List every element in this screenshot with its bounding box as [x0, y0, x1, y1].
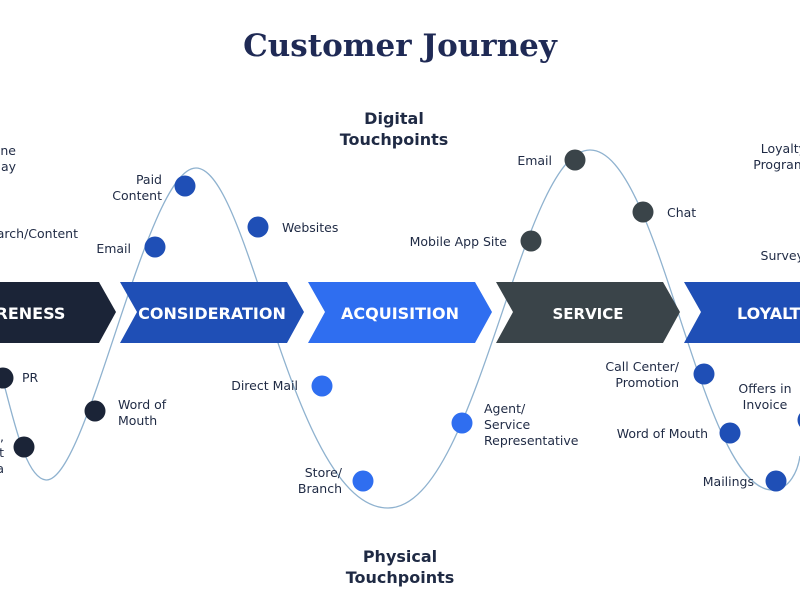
physical-label-line-2: Touchpoints — [345, 568, 455, 587]
digital-label-line-1: Digital — [364, 109, 424, 128]
touchpoint-word-of-mouth-1-marker — [84, 400, 106, 422]
touchpoint-call-center-label: Call Center/Promotion — [605, 359, 679, 390]
stage-loyalty-label: LOYALTY — [737, 304, 800, 323]
digital-touchpoints-label: Digital Touchpoints — [294, 108, 494, 150]
touchpoint-chat: Chat — [632, 201, 696, 223]
stage-consideration: CONSIDERATION — [120, 282, 304, 343]
touchpoint-mobile-app-site: Mobile App Site — [410, 230, 542, 252]
touchpoint-call-center: Call Center/Promotion — [605, 359, 715, 390]
touchpoint-event-media: Event,PrintMedia — [0, 429, 35, 476]
touchpoint-mailings-marker — [765, 470, 787, 492]
touchpoint-call-center-marker — [693, 363, 715, 385]
touchpoint-chat-label: Chat — [667, 205, 696, 220]
stage-service-shape — [496, 282, 680, 343]
touchpoint-mobile-app-site-label: Mobile App Site — [410, 234, 508, 249]
stage-awareness-shape — [0, 282, 116, 343]
stage-consideration-label: CONSIDERATION — [138, 304, 286, 323]
stage-acquisition-label: ACQUISITION — [341, 304, 459, 323]
stage-awareness-label: AWARENESS — [0, 304, 65, 323]
touchpoint-email-2: Email — [517, 149, 586, 171]
touchpoint-search-content: Search/Content — [0, 226, 78, 241]
stage-acquisition: ACQUISITION — [308, 282, 492, 343]
touchpoint-email-1-label: Email — [96, 241, 131, 256]
touchpoint-email-2-label: Email — [517, 153, 552, 168]
stage-awareness: AWARENESS — [0, 282, 116, 343]
touchpoint-paid-content-marker — [174, 175, 196, 197]
page-title: Customer Journey — [243, 28, 557, 64]
touchpoint-mailings: Mailings — [703, 470, 787, 492]
touchpoint-agent-marker — [451, 412, 473, 434]
touchpoint-online-display: OnlineDisplay — [0, 143, 17, 174]
touchpoint-search-content-label: Search/Content — [0, 226, 78, 241]
touchpoint-email-1: Email — [96, 236, 166, 258]
stage-service: SERVICE — [496, 282, 680, 343]
touchpoint-survey: Survey — [761, 248, 800, 263]
touchpoint-direct-mail-marker — [311, 375, 333, 397]
touchpoint-word-of-mouth-2-marker — [719, 422, 741, 444]
touchpoint-websites: Websites — [247, 216, 338, 238]
touchpoint-word-of-mouth-2: Word of Mouth — [617, 422, 741, 444]
stage-consideration-shape — [120, 282, 304, 343]
touchpoint-loyalty-program: LoyaltyProgram — [753, 141, 800, 172]
touchpoint-store-branch-label: Store/Branch — [298, 465, 343, 496]
touchpoint-email-2-marker — [564, 149, 586, 171]
touchpoint-email-1-marker — [144, 236, 166, 258]
touchpoint-websites-label: Websites — [282, 220, 338, 235]
stage-loyalty: LOYALTY — [684, 282, 800, 343]
touchpoint-direct-mail-label: Direct Mail — [231, 378, 298, 393]
touchpoint-pr: PR — [0, 367, 39, 389]
journey-curve — [0, 149, 800, 509]
touchpoint-chat-marker — [632, 201, 654, 223]
touchpoint-direct-mail: Direct Mail — [231, 375, 333, 397]
stage-service-label: SERVICE — [552, 305, 623, 323]
physical-label-line-1: Physical — [362, 547, 438, 566]
touchpoint-event-media-label: Event,PrintMedia — [0, 429, 4, 476]
touchpoint-loyalty-program-label: LoyaltyProgram — [753, 141, 800, 172]
physical-touchpoints-label: Physical Touchpoints — [300, 546, 500, 588]
touchpoint-mailings-label: Mailings — [703, 474, 754, 489]
touchpoint-store-branch-marker — [352, 470, 374, 492]
touchpoint-pr-label: PR — [22, 370, 39, 385]
stage-loyalty-shape — [684, 282, 800, 343]
touchpoint-offers-in-invoice-marker — [797, 413, 800, 427]
touchpoint-event-media-marker — [13, 436, 35, 458]
touchpoint-mobile-app-site-marker — [520, 230, 542, 252]
touchpoint-pr-marker — [0, 367, 14, 389]
touchpoint-store-branch: Store/Branch — [298, 465, 374, 496]
digital-label-line-2: Touchpoints — [339, 130, 449, 149]
touchpoint-online-display-label: OnlineDisplay — [0, 143, 17, 174]
touchpoint-word-of-mouth-2-label: Word of Mouth — [617, 426, 708, 441]
stage-acquisition-shape — [308, 282, 492, 343]
touchpoint-websites-marker — [247, 216, 269, 238]
touchpoint-survey-label: Survey — [761, 248, 800, 263]
